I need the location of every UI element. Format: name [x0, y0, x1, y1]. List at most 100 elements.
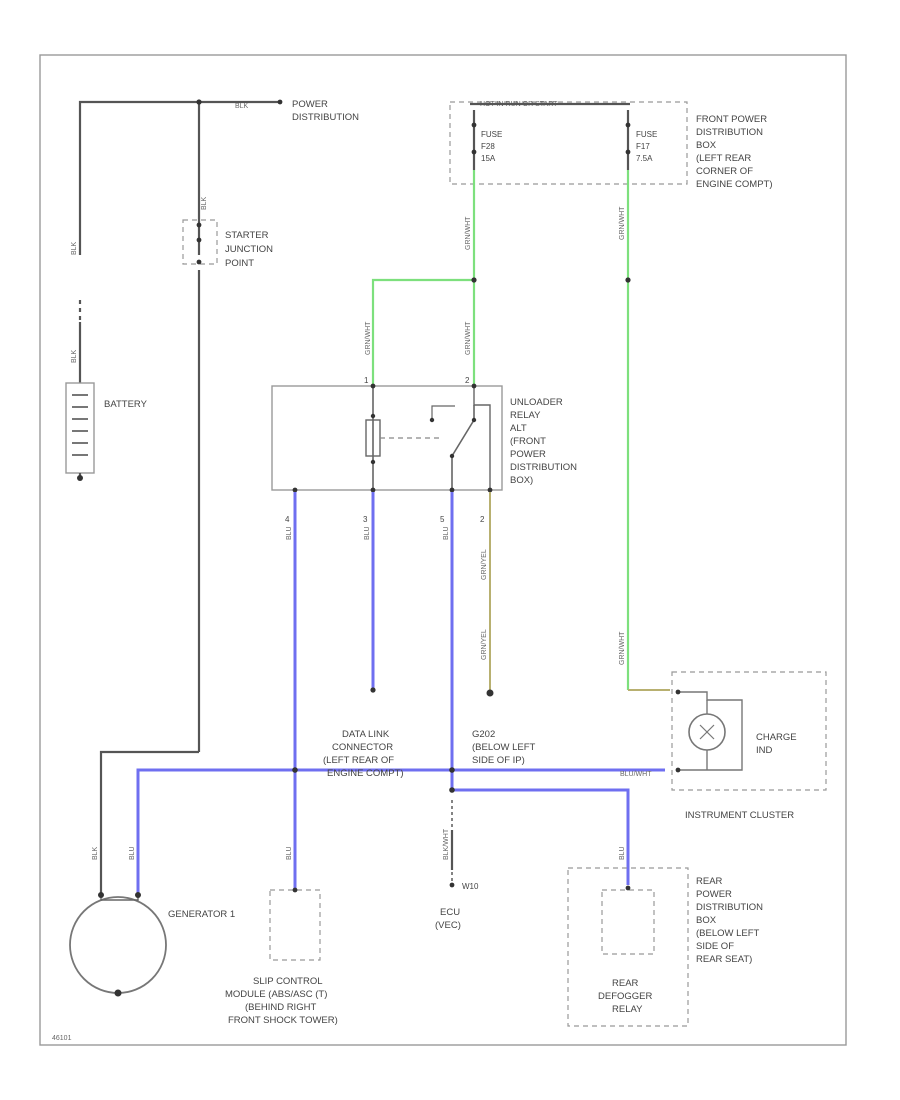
svg-text:REAR: REAR: [612, 978, 639, 989]
ecu-pin-label: W10: [462, 882, 479, 891]
starter-junction-label-1: STARTER: [225, 230, 269, 241]
svg-text:SIDE OF: SIDE OF: [696, 941, 734, 952]
svg-text:CORNER OF: CORNER OF: [696, 166, 753, 177]
relay-internals: [365, 386, 491, 490]
data-link-connector-label: DATA LINK CONNECTOR (LEFT REAR OF ENGINE…: [323, 729, 404, 779]
wire-label-blk-battery: BLK: [71, 241, 78, 255]
charge-ind-label-1: CHARGE: [756, 732, 797, 743]
wire-label-blk-top: BLK: [235, 103, 249, 110]
unloader-relay-box: [271, 385, 503, 491]
svg-text:DATA LINK: DATA LINK: [342, 729, 390, 740]
wire-label-blu-4: BLU: [129, 846, 136, 860]
relay-pin-b2: 3: [363, 515, 368, 524]
wire-label-grn-3: GRN/WHT: [465, 321, 472, 355]
battery-feed-wires: [78, 100, 280, 895]
svg-text:(LEFT REAR OF: (LEFT REAR OF: [323, 755, 394, 766]
svg-text:MODULE (ABS/ASC (T): MODULE (ABS/ASC (T): [225, 989, 327, 1000]
svg-text:ALT: ALT: [510, 423, 527, 434]
rear-defogger-relay-box: [601, 889, 655, 955]
svg-text:FRONT SHOCK TOWER): FRONT SHOCK TOWER): [228, 1015, 338, 1026]
wire-label-blk-gen: BLK: [92, 846, 99, 860]
svg-text:(BELOW LEFT: (BELOW LEFT: [472, 742, 536, 753]
svg-text:SIDE OF IP): SIDE OF IP): [472, 755, 525, 766]
power-distribution-label-2: DISTRIBUTION: [292, 112, 359, 123]
ecu-label-2: (VEC): [435, 920, 461, 931]
battery-label: BATTERY: [104, 399, 148, 410]
wire-label-grn-yel-1: GRN/YEL: [481, 549, 488, 580]
wire-label-grn-4: GRN/WHT: [619, 206, 626, 240]
wire-label-grn-5: GRN/WHT: [619, 631, 626, 665]
svg-text:POWER: POWER: [696, 889, 732, 900]
svg-text:BOX): BOX): [510, 475, 533, 486]
svg-text:FRONT POWER: FRONT POWER: [696, 114, 767, 125]
rear-power-box-label: REAR POWER DISTRIBUTION BOX (BELOW LEFT …: [696, 876, 763, 965]
svg-text:POWER: POWER: [510, 449, 546, 460]
wire-label-grn-2: GRN/WHT: [365, 321, 372, 355]
svg-text:G202: G202: [472, 729, 495, 740]
wire-label-blu-3: BLU: [443, 526, 450, 540]
ground-g202-label: G202 (BELOW LEFT SIDE OF IP): [472, 729, 536, 766]
wire-label-blk-starter: BLK: [201, 196, 208, 210]
wire-label-blu-6: BLU: [619, 846, 626, 860]
svg-text:RELAY: RELAY: [612, 1004, 643, 1015]
wire-label-grn-yel-2: GRN/YEL: [481, 629, 488, 660]
svg-text:UNLOADER: UNLOADER: [510, 397, 563, 408]
relay-pin-b1: 4: [285, 515, 290, 524]
diagram-border: [39, 54, 847, 1046]
instrument-cluster-box: [671, 671, 827, 791]
svg-text:(FRONT: (FRONT: [510, 436, 546, 447]
rear-defogger-label: REAR DEFOGGER RELAY: [598, 978, 653, 1015]
front-power-box-label: FRONT POWER DISTRIBUTION BOX (LEFT REAR …: [696, 114, 773, 190]
svg-text:ENGINE COMPT): ENGINE COMPT): [696, 179, 773, 190]
battery-symbol: [65, 382, 95, 478]
wire-label-blk-wht: BLK/WHT: [443, 828, 450, 860]
svg-text:SLIP CONTROL: SLIP CONTROL: [253, 976, 323, 987]
diagram-id-label: 46101: [52, 1035, 72, 1042]
svg-text:BOX: BOX: [696, 915, 717, 926]
fuse-a-label-1: FUSE: [481, 130, 502, 139]
slip-control-label: SLIP CONTROL MODULE (ABS/ASC (T) (BEHIND…: [225, 976, 338, 1026]
relay-pin-top-right: 2: [465, 376, 470, 385]
fuse-a-label-2: F28: [481, 142, 495, 151]
generator-label: GENERATOR 1: [168, 909, 235, 920]
relay-pin-b4: 2: [480, 515, 485, 524]
svg-text:DISTRIBUTION: DISTRIBUTION: [510, 462, 577, 473]
relay-pin-b3: 5: [440, 515, 445, 524]
svg-text:DISTRIBUTION: DISTRIBUTION: [696, 127, 763, 138]
wire-label-blu-1: BLU: [286, 526, 293, 540]
wire-label-blu-5: BLU: [286, 846, 293, 860]
fuse-b-label-2: F17: [636, 142, 650, 151]
instrument-cluster-label: INSTRUMENT CLUSTER: [685, 810, 794, 821]
wire-label-blk-battery-low: BLK: [71, 349, 78, 363]
charge-indicator: [678, 691, 743, 771]
generator-symbol: [69, 895, 167, 994]
front-power-distribution-box: [449, 101, 688, 185]
svg-text:RELAY: RELAY: [510, 410, 541, 421]
svg-text:BOX: BOX: [696, 140, 717, 151]
relay-pin-top-left: 1: [364, 376, 369, 385]
fuse-b-label-3: 7.5A: [636, 154, 653, 163]
starter-junction-label-2: JUNCTION: [225, 244, 273, 255]
starter-junction-label-3: POINT: [225, 258, 254, 269]
wire-label-blu-2: BLU: [364, 526, 371, 540]
rear-power-distribution-box: [567, 867, 689, 1027]
svg-text:DEFOGGER: DEFOGGER: [598, 991, 653, 1002]
ecu-label-1: ECU: [440, 907, 460, 918]
blue-wires: [136, 492, 665, 895]
svg-text:REAR SEAT): REAR SEAT): [696, 954, 752, 965]
power-distribution-label-1: POWER: [292, 99, 328, 110]
svg-text:(LEFT REAR: (LEFT REAR: [696, 153, 751, 164]
wire-label-blu-cluster: BLU/WHT: [620, 771, 652, 778]
wire-label-grn-1: GRN/WHT: [465, 216, 472, 250]
green-wires: [371, 170, 630, 690]
slip-control-module-box: [269, 889, 321, 961]
svg-text:(BEHIND RIGHT: (BEHIND RIGHT: [245, 1002, 316, 1013]
fuse-b-label-1: FUSE: [636, 130, 657, 139]
svg-text:DISTRIBUTION: DISTRIBUTION: [696, 902, 763, 913]
svg-text:(BELOW LEFT: (BELOW LEFT: [696, 928, 760, 939]
charge-ind-label-2: IND: [756, 745, 773, 756]
fuse-a-label-3: 15A: [481, 154, 496, 163]
svg-text:ENGINE COMPT): ENGINE COMPT): [327, 768, 404, 779]
unloader-relay-label: UNLOADER RELAY ALT (FRONT POWER DISTRIBU…: [510, 397, 577, 486]
